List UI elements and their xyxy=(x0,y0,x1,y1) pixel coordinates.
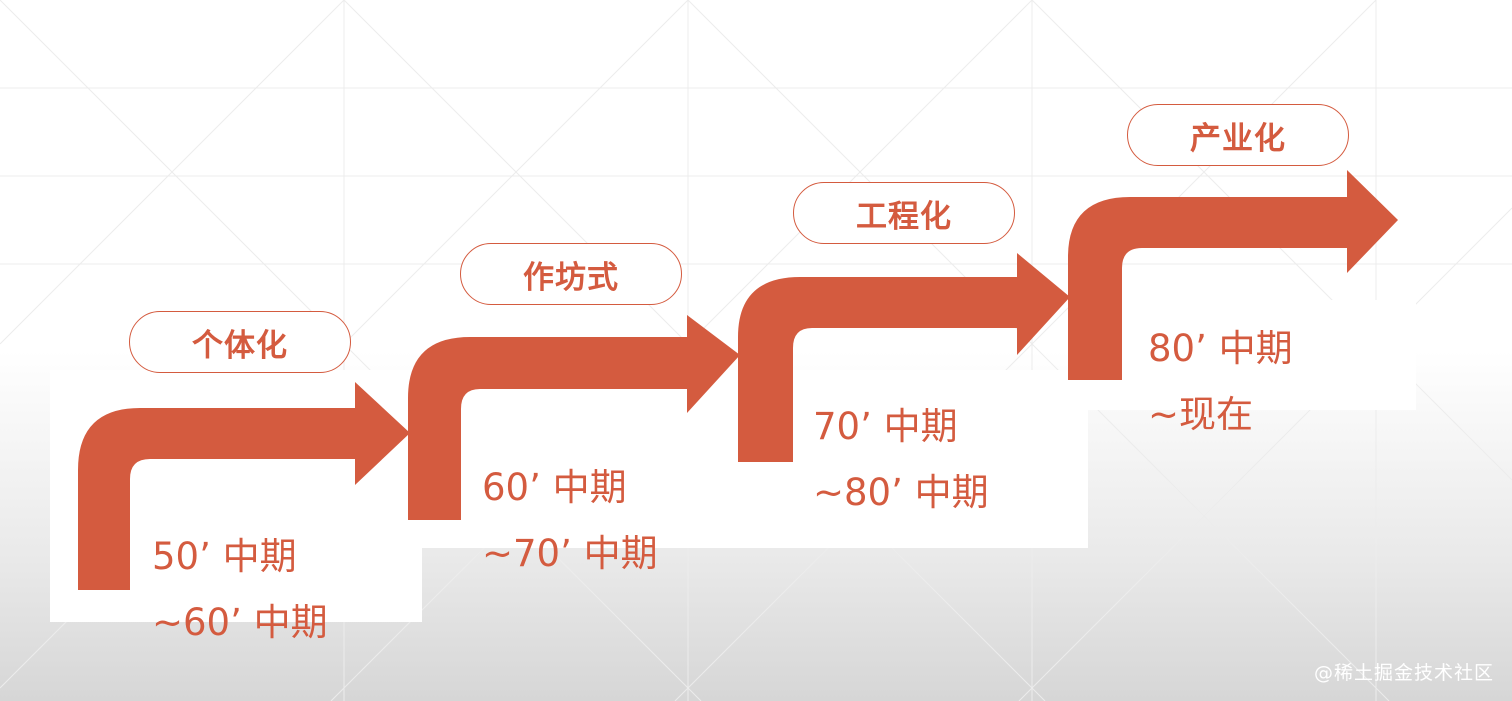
stage-4-period: 80’ 中期 ~现在 xyxy=(1148,316,1293,448)
arrow-stage-3 xyxy=(738,253,1070,462)
stage-4-period-end: ~现在 xyxy=(1148,393,1254,436)
stage-3-period-end: ~80’ 中期 xyxy=(813,471,989,514)
stage-2-period: 60’ 中期 ~70’ 中期 xyxy=(482,455,658,587)
arrow-stage-4 xyxy=(1068,170,1398,380)
stage-1-period-start: 50’ 中期 xyxy=(152,535,297,578)
watermark: @稀土掘金技术社区 xyxy=(1313,662,1494,684)
stage-1-period: 50’ 中期 ~60’ 中期 xyxy=(152,524,328,656)
stage-1-period-end: ~60’ 中期 xyxy=(152,601,328,644)
stair-block-3 xyxy=(1088,300,1416,410)
stage-2-period-start: 60’ 中期 xyxy=(482,466,627,509)
stage-1-label: 个体化 xyxy=(129,311,351,373)
arrow-stage-2 xyxy=(408,315,740,520)
stage-2-label: 作坊式 xyxy=(460,243,682,305)
stage-4-period-start: 80’ 中期 xyxy=(1148,327,1293,370)
stage-4-label: 产业化 xyxy=(1127,104,1349,166)
stage-3-period: 70’ 中期 ~80’ 中期 xyxy=(813,394,989,526)
stage-3-label: 工程化 xyxy=(793,182,1015,244)
stage-2-period-end: ~70’ 中期 xyxy=(482,532,658,575)
arrow-stage-1 xyxy=(78,382,410,590)
stage-3-period-start: 70’ 中期 xyxy=(813,405,958,448)
